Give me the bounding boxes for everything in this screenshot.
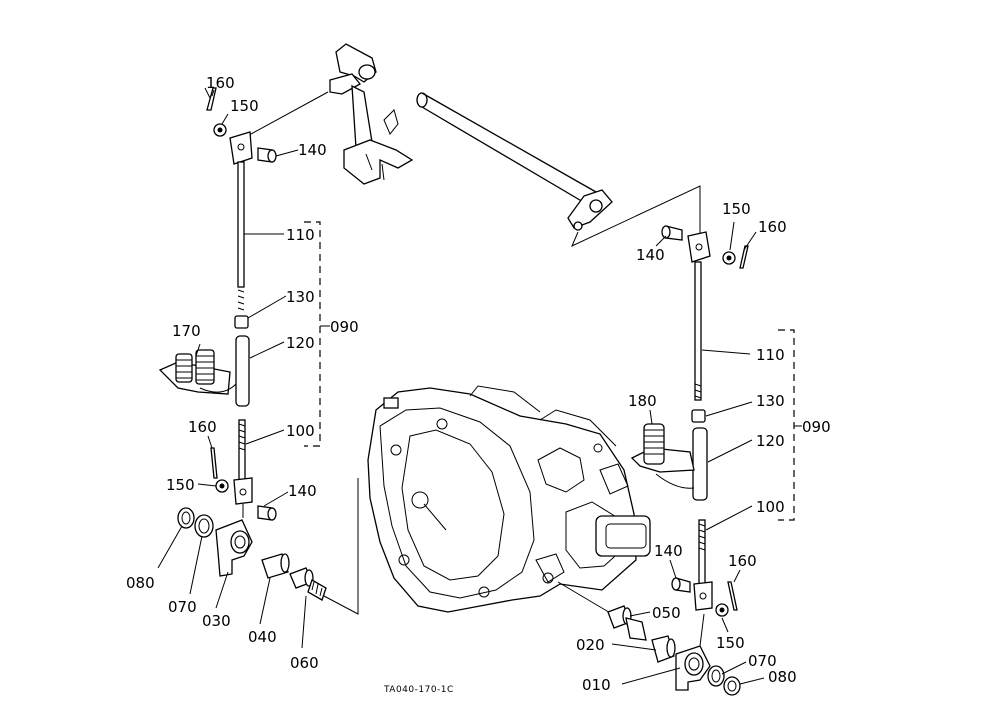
washer-070 [194,514,214,538]
label-110-right: 110 [756,346,785,364]
label-150-right-top: 150 [722,200,751,218]
label-030: 030 [202,612,231,630]
rod-100-right [698,519,706,585]
shift-shaft-part [416,92,613,231]
leader-lines [157,89,765,685]
label-090-right: 090 [802,418,831,436]
snap-ring-080-right [723,676,741,696]
transmission-housing-part [367,385,651,613]
label-160-right-lower: 160 [728,552,757,570]
pedal-arm-part [329,43,414,185]
label-140-left-top: 140 [298,141,327,159]
label-050: 050 [652,604,681,622]
label-080-right: 080 [768,668,797,686]
label-060: 060 [290,654,319,672]
label-150-left-top: 150 [230,97,259,115]
cotter-pin-160-right-lower [727,581,738,611]
label-150-right-lower: 150 [716,634,745,652]
clevis-top-right [687,231,711,263]
label-130-right: 130 [756,392,785,410]
tube-120-right [692,427,708,501]
label-090-left: 090 [330,318,359,336]
right-linkage-assembly [630,225,749,617]
label-160-right-top: 160 [758,218,787,236]
part-number-labels: 160 150 140 110 130 090 170 120 160 100 … [126,74,831,695]
label-070-left: 070 [168,598,197,616]
label-100-right: 100 [756,498,785,516]
cotter-pin-160 [206,87,217,111]
snap-ring-080 [177,507,195,529]
clevis-bottom-right [693,581,713,611]
label-150-left-mid: 150 [166,476,195,494]
label-140-right-lower: 140 [654,542,683,560]
left-linkage-assembly [158,87,277,521]
label-120-left: 120 [286,334,315,352]
label-070-right: 070 [748,652,777,670]
label-160-left-top: 160 [206,74,235,92]
label-110-left: 110 [286,226,315,244]
label-180: 180 [628,392,657,410]
label-140-left-mid: 140 [288,482,317,500]
cotter-pin-160-lower [210,447,218,479]
spring-170 [158,349,237,395]
label-140-right-top: 140 [636,246,665,264]
label-010: 010 [582,676,611,694]
rod-110-right [694,261,702,401]
label-040: 040 [248,628,277,646]
label-130-left: 130 [286,288,315,306]
nut-130-right [691,409,706,423]
label-170: 170 [172,322,201,340]
label-160-left-mid: 160 [188,418,217,436]
tube-120 [235,335,250,407]
spring-180 [630,423,695,489]
nut-130 [234,315,249,329]
right-lower-parts [607,605,741,696]
clevis-top [229,131,253,165]
clevis-bottom [233,477,253,505]
rod-110 [237,161,245,288]
label-080-left: 080 [126,574,155,592]
label-020: 020 [576,636,605,654]
left-lower-parts [177,507,327,601]
label-120-right: 120 [756,432,785,450]
drawing-code: TA040-170-1C [383,685,454,695]
label-100-left: 100 [286,422,315,440]
washer-070-right [707,665,725,687]
cotter-pin-160-right [739,245,749,269]
